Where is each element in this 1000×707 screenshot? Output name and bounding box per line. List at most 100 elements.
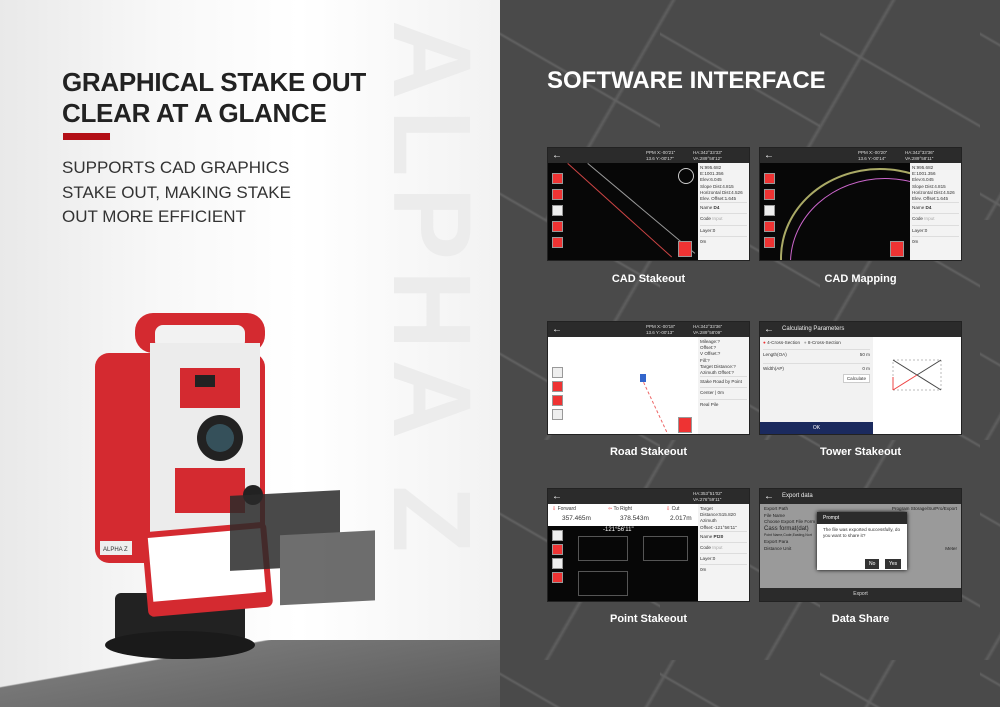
cut-label: ⇩ Cut — [666, 506, 680, 512]
info-line: V Offset:? — [700, 351, 721, 357]
search-icon[interactable] — [552, 409, 563, 420]
screenshot-cad-mapping: ←PPM X:-00'20"13.6 Y:-00'14"HA:342°33'36… — [759, 147, 962, 261]
name-field[interactable]: Name Pt20 — [700, 530, 747, 542]
format-select[interactable]: Cass format(dat) — [764, 525, 809, 532]
center-icon[interactable] — [764, 237, 775, 248]
length-field[interactable]: Length(OA) 50 m — [763, 349, 870, 359]
file-name-field[interactable]: File Name — [764, 512, 785, 518]
layer-select[interactable]: Layer:0 — [912, 224, 959, 236]
center-icon[interactable] — [552, 237, 563, 248]
calculate-button[interactable]: Calculate — [842, 374, 870, 383]
center-select[interactable]: Center — [700, 390, 714, 396]
layer-select[interactable]: Layer:0 — [700, 553, 747, 564]
layer-icon[interactable] — [764, 189, 775, 200]
headline-line: GRAPHICAL STAKE OUT — [62, 67, 366, 97]
radio-icon[interactable]: ● — [803, 340, 807, 345]
screenshot-road-stakeout: ←PPM X:-00'18"13.6 Y:-00'13"HA:342°33'36… — [547, 321, 750, 435]
center-icon[interactable] — [552, 395, 563, 406]
center-row[interactable]: Center | 0m — [700, 387, 747, 398]
compass-icon — [678, 168, 694, 184]
road-icon[interactable] — [552, 530, 563, 541]
back-arrow-icon[interactable]: ← — [764, 491, 774, 502]
yes-button[interactable]: Yes — [885, 559, 902, 569]
right-label: ⇦ To Right — [608, 506, 632, 512]
mode-select[interactable]: Stake Road by Point — [700, 376, 747, 387]
code-field[interactable]: Code Input — [700, 542, 747, 553]
code-field[interactable]: Code Input — [912, 213, 959, 224]
cad-view[interactable]: -121°56'11" — [548, 526, 698, 601]
center-icon[interactable] — [552, 572, 563, 583]
ok-button[interactable]: OK — [760, 422, 873, 434]
info-line: Horizontal Dist:4.526 — [700, 189, 743, 195]
scale-icon[interactable] — [552, 221, 563, 232]
back-arrow-icon[interactable]: ← — [552, 324, 562, 335]
point-icon[interactable] — [552, 205, 563, 216]
code-field[interactable]: Code Input — [700, 213, 747, 224]
point-icon[interactable] — [552, 558, 563, 569]
parameters-form: ● 4-Cross-Section ● 8-Cross-Section Leng… — [760, 337, 873, 422]
point-icon[interactable] — [764, 205, 775, 216]
map-view[interactable] — [548, 337, 698, 434]
save-icon[interactable] — [678, 241, 692, 257]
subtitle-line: SUPPORTS CAD GRAPHICS — [62, 158, 290, 177]
screenshot-point-stakeout: ←HA:353°51'02"VA:276°59'11" ⇩ Forward 35… — [547, 488, 750, 602]
info-line: Target Distance:515.820 — [700, 506, 736, 518]
ha: HA:353°51'02" — [693, 491, 723, 496]
offset-field[interactable]: 0m — [912, 235, 959, 247]
radio-label[interactable]: 4-Cross-Section — [767, 340, 800, 345]
zoom-extent-icon[interactable] — [552, 173, 563, 184]
info-line: Offset:? — [700, 345, 717, 351]
back-arrow-icon[interactable]: ← — [764, 150, 774, 161]
va: VA:289°58'12" — [693, 156, 722, 161]
cad-view[interactable] — [548, 163, 698, 260]
watermark: ALPHA Z — [370, 20, 493, 563]
caption: CAD Stakeout — [611, 273, 686, 285]
no-button[interactable]: No — [865, 559, 880, 569]
layer-icon[interactable] — [552, 189, 563, 200]
info-line: Target Distance:? — [700, 363, 736, 369]
cad-view[interactable] — [760, 163, 910, 260]
offset-field[interactable]: 0m — [700, 564, 747, 575]
label: Code — [700, 216, 711, 222]
forward-label: ⇩ Forward — [552, 506, 576, 512]
name-field[interactable]: Name D4 — [912, 202, 959, 213]
zoom-extent-icon[interactable] — [764, 173, 775, 184]
ppm: PPM X:-00'20" — [858, 150, 888, 155]
label: Name — [700, 205, 713, 211]
layer-select[interactable]: Layer:0 — [700, 224, 747, 236]
info-line: Elev. Offset:1.645 — [912, 196, 949, 202]
subtitle-line: OUT MORE EFFICIENT — [62, 207, 246, 226]
name-field[interactable]: Name D4 — [700, 202, 747, 213]
value: D4 — [713, 205, 720, 211]
back-arrow-icon[interactable]: ← — [552, 491, 562, 502]
ppm: PPM X:-00'21" — [646, 150, 676, 155]
save-icon[interactable] — [890, 241, 904, 257]
export-button[interactable]: Export — [760, 588, 961, 601]
zoom-extent-icon[interactable] — [552, 544, 563, 555]
pile-select[interactable]: Real Pile — [700, 398, 747, 410]
radio-label[interactable]: 8-Cross-Section — [807, 340, 841, 345]
screenshot-cad-stakeout: ←PPM X:-00'21"13.6 Y:-00'17"HA:342°33'33… — [547, 147, 750, 261]
value: 50 m — [859, 352, 870, 357]
offset-field[interactable]: 0m — [700, 235, 747, 247]
save-icon[interactable] — [678, 417, 692, 433]
radio-selected-icon[interactable]: ● — [763, 340, 766, 345]
label: Name — [700, 533, 713, 539]
back-arrow-icon[interactable]: ← — [764, 324, 774, 335]
radio-row: ● 4-Cross-Section ● 8-Cross-Section — [763, 340, 870, 345]
road-icon[interactable] — [552, 367, 563, 378]
screen-title: Calculating Parameters — [782, 326, 845, 332]
back-arrow-icon[interactable]: ← — [552, 150, 562, 161]
zoom-extent-icon[interactable] — [552, 381, 563, 392]
label: Length(OA) — [763, 352, 787, 357]
section-label: Choose Export File Form — [764, 519, 816, 525]
info-line: N:995.682 — [912, 165, 934, 170]
width-field[interactable]: Width(AP)0 m — [763, 363, 870, 373]
scale-icon[interactable] — [764, 221, 775, 232]
headline-line: CLEAR AT A GLANCE — [62, 98, 327, 128]
status-bar: ←PPM X:-00'20"13.6 Y:-00'14"HA:342°33'36… — [760, 148, 961, 163]
offset-field[interactable]: 0m — [717, 390, 724, 396]
